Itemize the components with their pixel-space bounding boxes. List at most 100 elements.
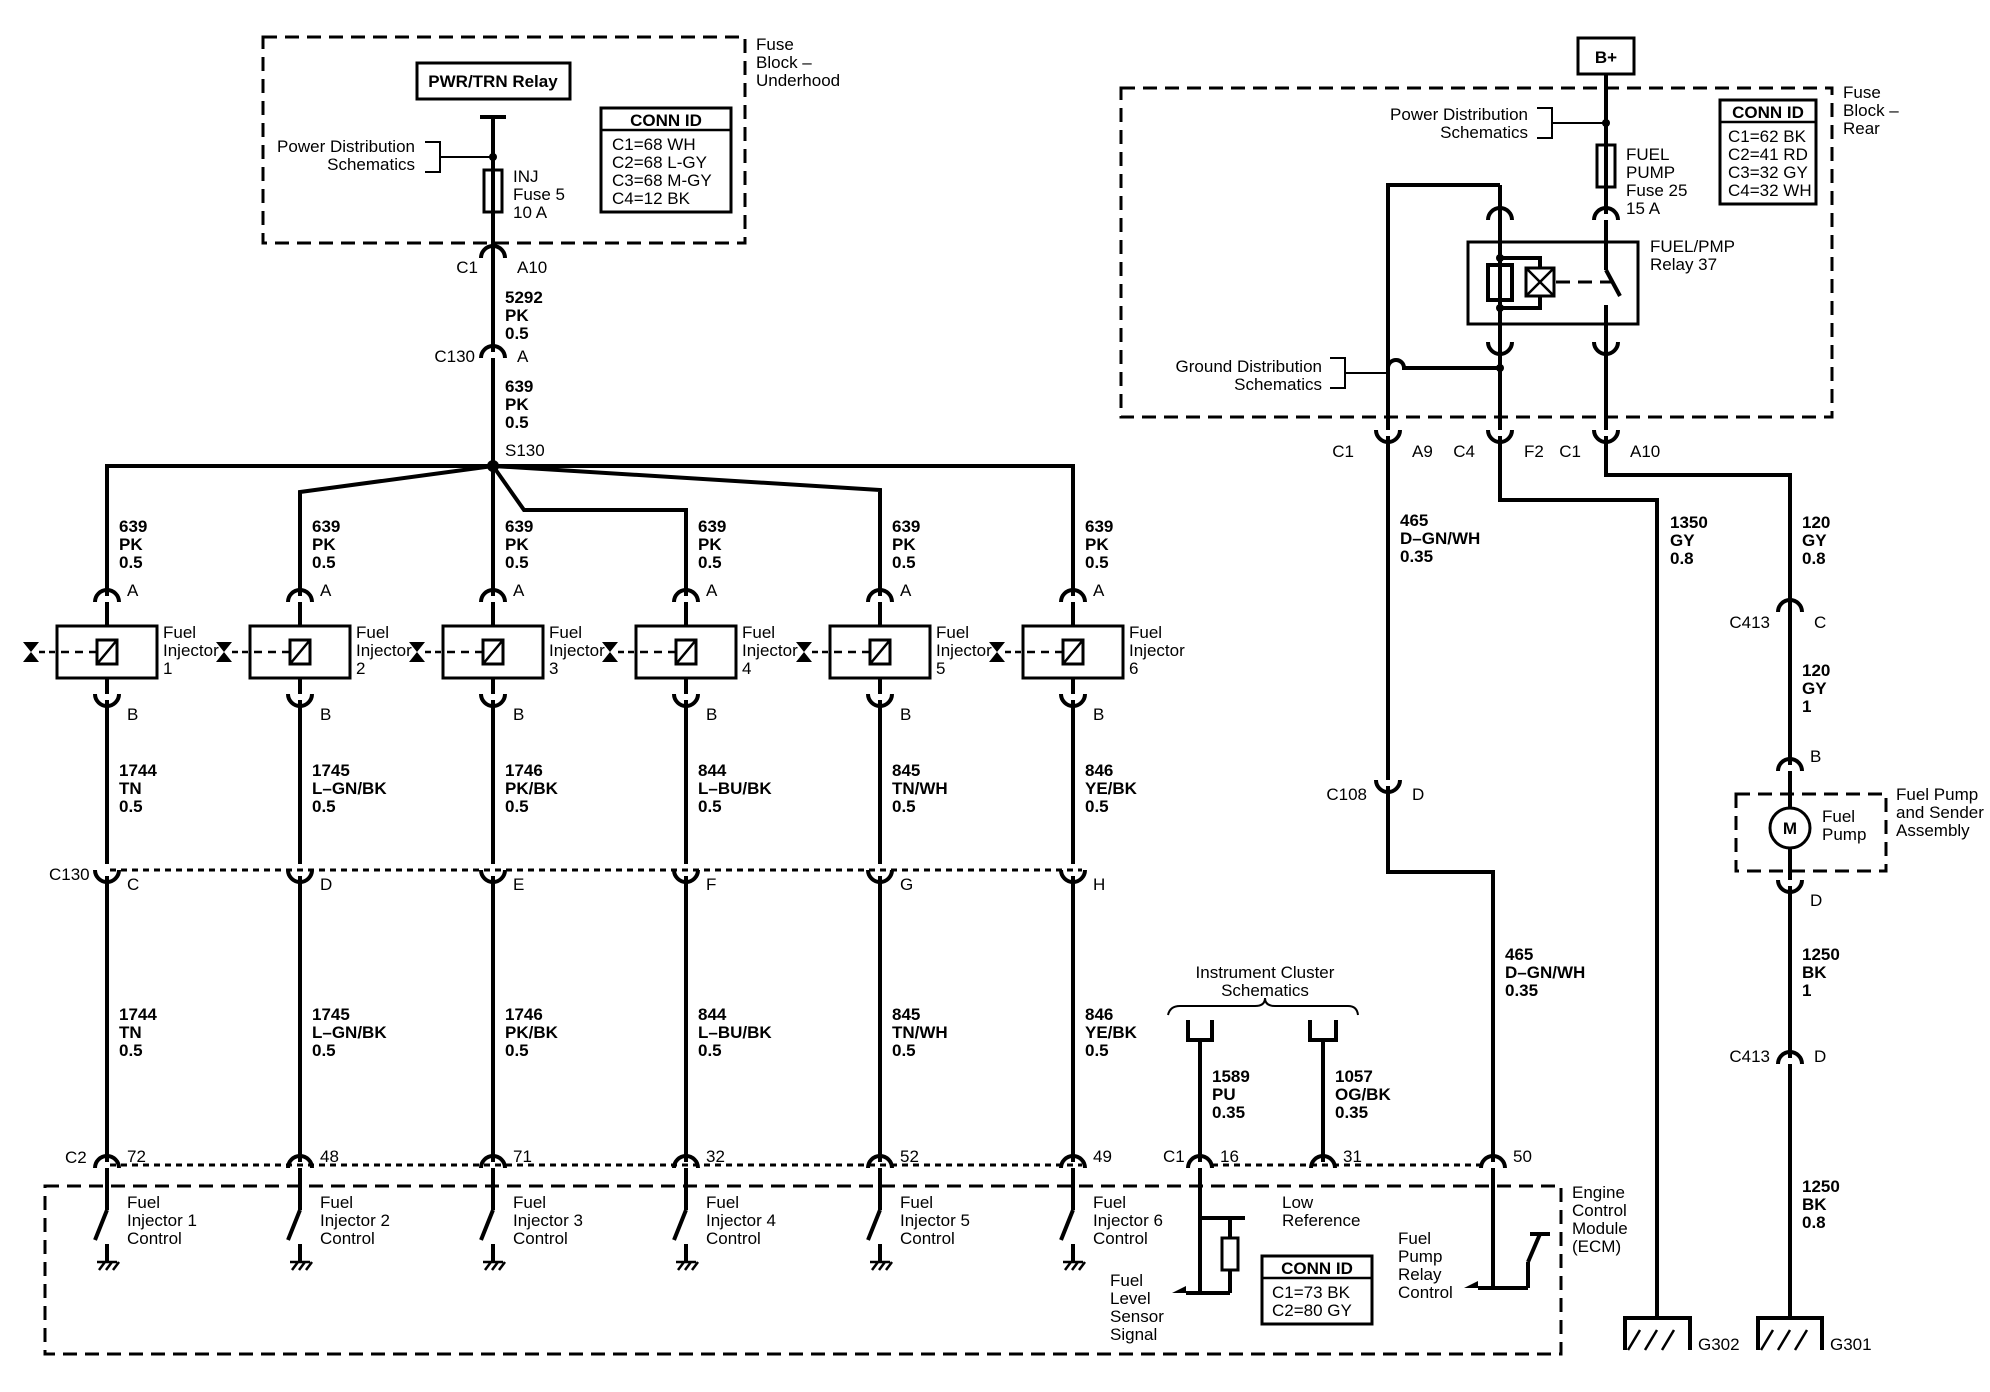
injector-name-1: Fuel — [1129, 623, 1162, 642]
injector-pin-a-label: A — [900, 581, 912, 600]
injector-feed-color: PK — [892, 535, 916, 554]
injector-wire-upper-color: L–GN/BK — [312, 779, 387, 798]
ecm-control-label-1: Fuel — [320, 1193, 353, 1212]
ecm-control-label-2: Injector 1 — [127, 1211, 197, 1230]
ecm-control-label-3: Control — [513, 1229, 568, 1248]
injector-wire-upper-color: PK/BK — [505, 779, 559, 798]
pwr-trn-relay-box — [415, 61, 572, 101]
injector-wire-upper-circuit: 1745 — [312, 761, 350, 780]
fuse-block-underhood: Fuse Block – Underhood PWR/TRN Relay Pow… — [261, 35, 840, 262]
ecm-control-label-3: Control — [320, 1229, 375, 1248]
relay-coil-feed-from-a9 — [1386, 183, 1500, 430]
cluster-title-1: Instrument Cluster — [1196, 963, 1335, 982]
pump-relay-arrow — [1464, 1281, 1478, 1295]
rear-a10-label: A10 — [1630, 442, 1660, 461]
fuel-level-resistor — [1220, 1236, 1240, 1272]
injector-pin-a-connector — [93, 588, 121, 603]
wire-639-color: PK — [505, 395, 529, 414]
ecm-control-label-1: Fuel — [706, 1193, 739, 1212]
splice-s130-label: S130 — [505, 441, 545, 460]
injector-wire-lower-circuit: 846 — [1085, 1005, 1113, 1024]
pump-relay-label-2: Pump — [1398, 1247, 1442, 1266]
inj-fuse-label-1: INJ — [513, 167, 539, 186]
fuel-pump-fuse-label-4: 15 A — [1626, 199, 1661, 218]
pump-assy-label-3: Assembly — [1896, 821, 1970, 840]
rear-c1-b-label: C1 — [1559, 442, 1581, 461]
ecm-control-label-1: Fuel — [127, 1193, 160, 1212]
wire-1057-color: OG/BK — [1335, 1085, 1391, 1104]
injector-name-3: 2 — [356, 659, 365, 678]
wire-1350-gauge: 0.8 — [1670, 549, 1694, 568]
ecm-title-4: (ECM) — [1572, 1237, 1621, 1256]
fuel-pump-fuse-label-3: Fuse 25 — [1626, 181, 1687, 200]
pump-relay-driver-switch — [1526, 1233, 1542, 1263]
fuel-injector-6-circuit: 639PK0.5AFuelInjector6B846YE/BK0.5H846YE… — [989, 517, 1185, 1271]
wire-1250b-gauge: 0.8 — [1802, 1213, 1826, 1232]
injector-wire-upper-circuit: 846 — [1085, 761, 1113, 780]
fuel-injector-3-circuit: 639PK0.5AFuelInjector3B1746PK/BK0.5E1746… — [409, 517, 605, 1271]
c413-pin-c: C — [1814, 613, 1826, 632]
wire-120b-color: GY — [1802, 679, 1827, 698]
rear-conn-id-box — [1718, 98, 1818, 206]
cluster-pin-1589 — [1186, 1020, 1214, 1042]
injector-wire-upper-color: YE/BK — [1085, 779, 1138, 798]
rear-conn-id-row-3: C3=32 GY — [1728, 163, 1808, 182]
underhood-conn-id-row-1: C1=68 WH — [612, 135, 696, 154]
injector-feed-circuit: 639 — [1085, 517, 1113, 536]
injector-solenoid-diag — [482, 639, 504, 665]
injector-solenoid-diag — [1062, 639, 1084, 665]
injector-wire-lower-circuit: 1746 — [505, 1005, 543, 1024]
ecm-control-label-2: Injector 3 — [513, 1211, 583, 1230]
wire-639-circuit: 639 — [505, 377, 533, 396]
injector-feed-color: PK — [1085, 535, 1109, 554]
injector-wire-lower-gauge: 0.5 — [505, 1041, 529, 1060]
injector-wire-lower-gauge: 0.5 — [698, 1041, 722, 1060]
wire-120b-gauge: 1 — [1802, 697, 1811, 716]
ecm-driver-switch — [93, 1209, 109, 1241]
ecm-driver-switch — [672, 1209, 688, 1241]
relay-pin-fuse-top — [1592, 206, 1620, 221]
wire-5292-gauge: 0.5 — [505, 324, 529, 343]
rear-power-dist-2: Schematics — [1440, 123, 1528, 142]
wire-120a-circuit: 120 — [1802, 513, 1830, 532]
wire-1589-color: PU — [1212, 1085, 1236, 1104]
c108-pin-d: D — [1412, 785, 1424, 804]
wire-1250b-circuit: 1250 — [1802, 1177, 1840, 1196]
ecm-pin-label: 49 — [1093, 1147, 1112, 1166]
injector-wire-upper-color: TN/WH — [892, 779, 948, 798]
injector-valve-icon — [23, 642, 39, 662]
pump-pin-b: B — [1810, 747, 1821, 766]
relay-switch-contact — [1604, 269, 1622, 297]
underhood-power-dist-1: Power Distribution — [277, 137, 415, 156]
injector-pin-b-label: B — [900, 705, 911, 724]
underhood-power-dist-bracket — [425, 141, 493, 173]
c413-d-label: C413 — [1729, 1047, 1770, 1066]
relay-label-1: FUEL/PMP — [1650, 237, 1735, 256]
ground-dist-wire — [1386, 358, 1500, 370]
ecm-module: Engine Control Module (ECM) Instrument C… — [43, 963, 1628, 1356]
injector-pin-a-connector — [286, 588, 314, 603]
fuel-pump-label-2: Pump — [1822, 825, 1866, 844]
c413-c-connector — [1776, 598, 1804, 613]
injector-pin-a-connector — [1059, 588, 1087, 603]
underhood-conn-id-row-3: C3=68 M-GY — [612, 171, 712, 190]
ecm-control-label-1: Fuel — [1093, 1193, 1126, 1212]
fuel-pump-label-1: Fuel — [1822, 807, 1855, 826]
wire-465a-gauge: 0.35 — [1400, 547, 1433, 566]
injector-name-2: Injector — [1129, 641, 1185, 660]
injector-feed-gauge: 0.5 — [1085, 553, 1109, 572]
ecm-pin-label: 32 — [706, 1147, 725, 1166]
fuel-level-resistor-top — [1200, 1216, 1232, 1238]
injector-pin-a-label: A — [320, 581, 332, 600]
injector-bus-2 — [298, 464, 494, 596]
rear-power-dist-1: Power Distribution — [1390, 105, 1528, 124]
rear-feed-junction — [1602, 119, 1610, 127]
wire-465-lower — [1386, 786, 1495, 1162]
pump-relay-label-4: Control — [1398, 1283, 1453, 1302]
ground-dist-2: Schematics — [1234, 375, 1322, 394]
injector-solenoid-diag — [675, 639, 697, 665]
injector-wire-upper-gauge: 0.5 — [698, 797, 722, 816]
ecm-ground-icon — [290, 1260, 313, 1271]
ecm-ground-icon — [1063, 1260, 1086, 1271]
